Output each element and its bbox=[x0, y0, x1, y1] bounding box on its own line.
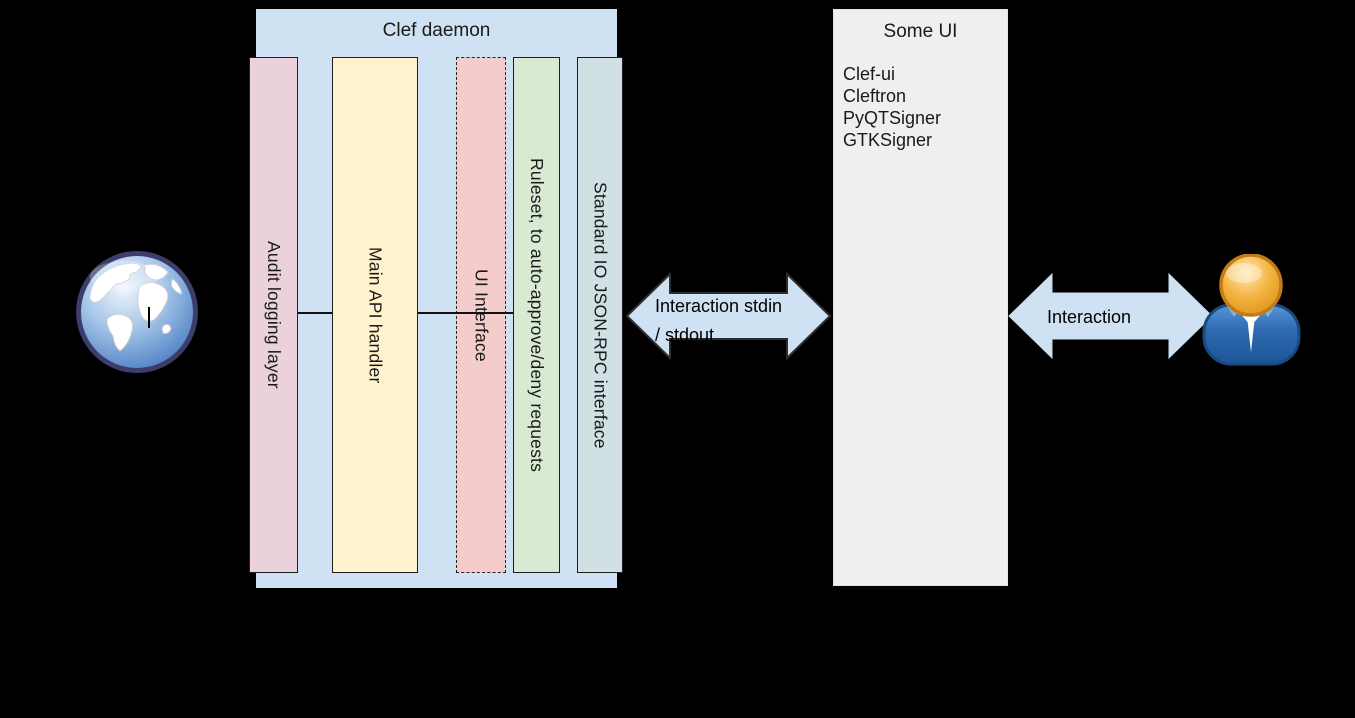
some-ui-box bbox=[833, 9, 1008, 586]
globe-icon bbox=[76, 251, 198, 373]
some-ui-item: Clef-ui bbox=[843, 64, 896, 84]
bar-ruleset-label: Ruleset, to auto-approve/deny requests bbox=[527, 157, 547, 473]
some-ui-item: GTKSigner bbox=[843, 130, 933, 150]
stdio-arrow-label-line1: Interaction stdin bbox=[655, 296, 783, 316]
bar-api-label: Main API handler bbox=[365, 246, 386, 384]
bar-ui-label: UI Interface bbox=[471, 268, 492, 362]
person-icon bbox=[1202, 254, 1301, 366]
bar-main-api-handler: Main API handler bbox=[332, 57, 418, 573]
some-ui-item: PyQTSigner bbox=[843, 108, 942, 128]
bar-audit-label: Audit logging layer bbox=[264, 241, 284, 389]
bar-audit-logging-layer: Audit logging layer bbox=[249, 57, 298, 573]
connector-api-to-ruleset bbox=[418, 312, 513, 314]
connector-audit-to-api bbox=[298, 312, 332, 314]
some-ui-list: Clef-ui Cleftron PyQTSigner GTKSigner bbox=[843, 63, 1003, 151]
stdio-arrow-label: Interaction stdin / stdout bbox=[655, 292, 805, 350]
clef-daemon-container bbox=[256, 9, 617, 588]
bar-stdio-jsonrpc: Standard IO JSON-RPC interface bbox=[577, 57, 623, 573]
some-ui-title: Some UI bbox=[883, 21, 958, 42]
bar-ui-interface: UI Interface bbox=[456, 57, 506, 573]
stdio-arrow-label-line2: / stdout bbox=[655, 325, 715, 345]
stdio-interaction-arrow bbox=[626, 272, 832, 360]
bar-ruleset: Ruleset, to auto-approve/deny requests bbox=[513, 57, 560, 573]
connector-stub bbox=[148, 307, 150, 328]
some-ui-item: Cleftron bbox=[843, 86, 907, 106]
user-arrow-label: Interaction bbox=[1046, 307, 1132, 327]
bar-stdio-label: Standard IO JSON-RPC interface bbox=[590, 181, 611, 449]
clef-daemon-title: Clef daemon bbox=[382, 20, 491, 41]
